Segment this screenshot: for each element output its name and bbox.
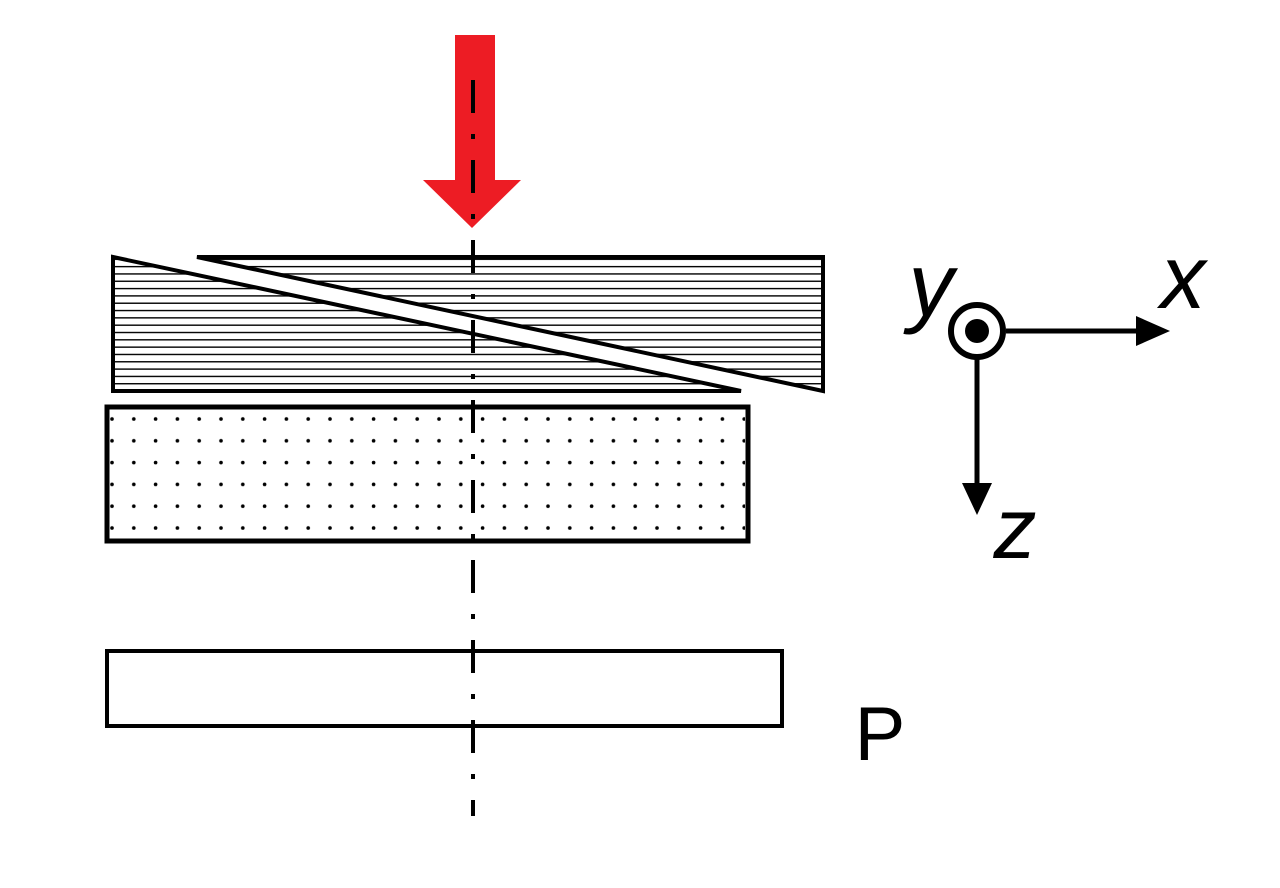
z-axis-label: z bbox=[993, 481, 1037, 577]
y-axis-dot bbox=[965, 319, 989, 343]
wedge-prism-upper bbox=[196, 255, 825, 394]
stippled-layer-dots bbox=[110, 410, 745, 538]
y-axis-label: y bbox=[903, 236, 959, 336]
x-axis-label: x bbox=[1157, 228, 1209, 328]
stippled-layer bbox=[104, 404, 751, 544]
coordinate-axes: y x z bbox=[903, 228, 1209, 577]
wedge-prism-pair bbox=[111, 254, 825, 394]
force-arrow-head bbox=[423, 180, 521, 228]
x-axis-arrowhead-icon bbox=[1136, 316, 1170, 346]
plate-p bbox=[105, 649, 784, 728]
wedge-prism-lower bbox=[111, 254, 742, 393]
z-axis-arrowhead-icon bbox=[962, 483, 992, 515]
plate-p-label: P bbox=[855, 692, 906, 777]
